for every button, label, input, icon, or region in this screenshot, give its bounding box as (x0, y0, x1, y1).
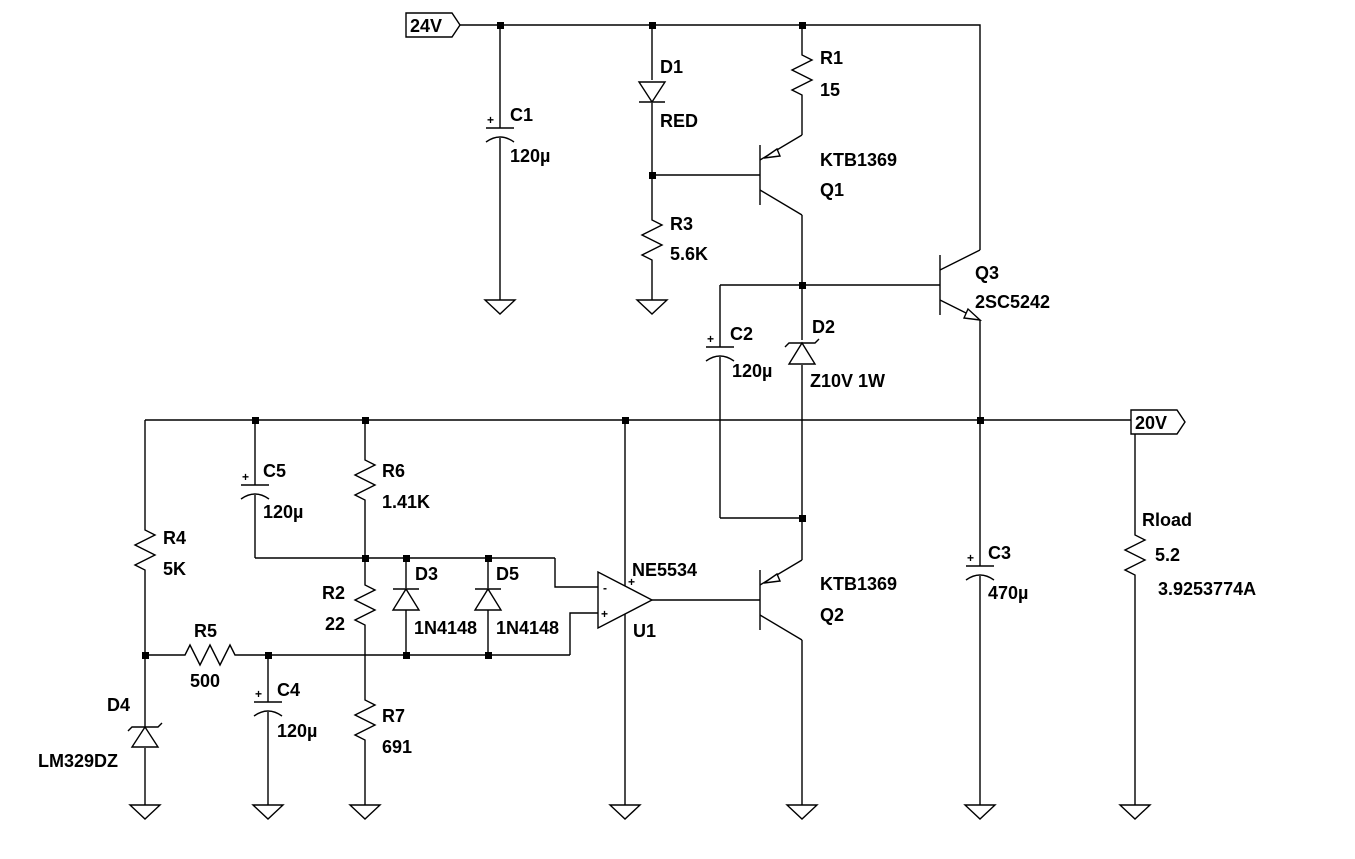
svg-text:+: + (487, 113, 494, 127)
svg-text:1N4148: 1N4148 (496, 618, 559, 638)
resistor-r4[interactable]: R4 5K (133, 520, 186, 580)
svg-text:+: + (255, 687, 262, 701)
svg-text:5.6K: 5.6K (670, 244, 708, 264)
svg-text:C4: C4 (277, 680, 300, 700)
svg-text:22: 22 (325, 614, 345, 634)
svg-text:D3: D3 (415, 564, 438, 584)
svg-text:Z10V 1W: Z10V 1W (810, 371, 885, 391)
svg-text:500: 500 (190, 671, 220, 691)
svg-text:20V: 20V (1135, 413, 1167, 433)
svg-text:D4: D4 (107, 695, 130, 715)
svg-text:NE5534: NE5534 (632, 560, 697, 580)
svg-text:120µ: 120µ (510, 146, 550, 166)
svg-text:15: 15 (820, 80, 840, 100)
svg-text:-: - (603, 581, 607, 595)
svg-text:2SC5242: 2SC5242 (975, 292, 1050, 312)
svg-text:R2: R2 (322, 583, 345, 603)
net-flag-20v: 20V (1130, 409, 1186, 435)
svg-text:R5: R5 (194, 621, 217, 641)
opamp-u1[interactable]: - + + NE5534 U1 (597, 560, 697, 641)
svg-text:1.41K: 1.41K (382, 492, 430, 512)
transistor-q2[interactable]: KTB1369 Q2 (759, 559, 897, 641)
svg-text:Rload: Rload (1142, 510, 1192, 530)
svg-text:1N4148: 1N4148 (414, 618, 477, 638)
svg-text:3.9253774A: 3.9253774A (1158, 579, 1256, 599)
svg-text:120µ: 120µ (263, 502, 303, 522)
diode-d3[interactable]: D3 1N4148 (391, 564, 477, 638)
capacitor-c4[interactable]: + C4 120µ (253, 680, 317, 741)
zener-diode-d4[interactable]: D4 LM329DZ (38, 695, 163, 771)
svg-text:Q3: Q3 (975, 263, 999, 283)
zener-diode-d2[interactable]: D2 Z10V 1W (784, 317, 885, 391)
svg-text:R1: R1 (820, 48, 843, 68)
svg-text:U1: U1 (633, 621, 656, 641)
capacitor-c5[interactable]: + C5 120µ (240, 461, 303, 522)
net-flag-24v: 24V (405, 12, 461, 38)
svg-text:R3: R3 (670, 214, 693, 234)
svg-text:Q1: Q1 (820, 180, 844, 200)
svg-text:+: + (628, 575, 635, 589)
svg-text:C5: C5 (263, 461, 286, 481)
svg-text:LM329DZ: LM329DZ (38, 751, 118, 771)
diode-d1[interactable]: D1 RED (637, 57, 698, 131)
capacitor-c1[interactable]: + C1 120µ (485, 105, 550, 166)
diode-d5[interactable]: D5 1N4148 (473, 564, 559, 638)
transistor-q3[interactable]: Q3 2SC5242 (939, 249, 1050, 321)
capacitor-c3[interactable]: + C3 470µ (965, 543, 1028, 603)
svg-text:+: + (707, 332, 714, 346)
ground-symbols (128, 299, 1152, 820)
svg-text:D2: D2 (812, 317, 835, 337)
svg-text:C2: C2 (730, 324, 753, 344)
svg-text:R7: R7 (382, 706, 405, 726)
svg-text:5K: 5K (163, 559, 186, 579)
capacitor-c2[interactable]: + C2 120µ (705, 324, 772, 381)
svg-text:120µ: 120µ (732, 361, 772, 381)
svg-text:D5: D5 (496, 564, 519, 584)
svg-text:470µ: 470µ (988, 583, 1028, 603)
junctions (142, 22, 984, 659)
svg-text:KTB1369: KTB1369 (820, 574, 897, 594)
svg-text:+: + (601, 607, 608, 621)
svg-text:KTB1369: KTB1369 (820, 150, 897, 170)
svg-text:+: + (242, 470, 249, 484)
resistor-r7[interactable]: R7 691 (353, 690, 412, 757)
svg-text:D1: D1 (660, 57, 683, 77)
svg-text:R4: R4 (163, 528, 186, 548)
transistor-q1[interactable]: KTB1369 Q1 (759, 134, 897, 216)
svg-text:C1: C1 (510, 105, 533, 125)
svg-text:120µ: 120µ (277, 721, 317, 741)
resistor-r2[interactable]: R2 22 (322, 575, 377, 635)
svg-text:24V: 24V (410, 16, 442, 36)
svg-text:691: 691 (382, 737, 412, 757)
resistor-r5[interactable]: R5 500 (175, 621, 240, 691)
svg-text:RED: RED (660, 111, 698, 131)
resistor-r6[interactable]: R6 1.41K (353, 450, 430, 512)
resistor-r1[interactable]: R1 15 (790, 45, 843, 105)
svg-text:C3: C3 (988, 543, 1011, 563)
resistor-rload[interactable]: Rload 5.2 3.9253774A (1123, 510, 1256, 599)
svg-text:Q2: Q2 (820, 605, 844, 625)
svg-text:5.2: 5.2 (1155, 545, 1180, 565)
resistor-r3[interactable]: R3 5.6K (640, 210, 708, 270)
svg-text:R6: R6 (382, 461, 405, 481)
svg-text:+: + (967, 551, 974, 565)
